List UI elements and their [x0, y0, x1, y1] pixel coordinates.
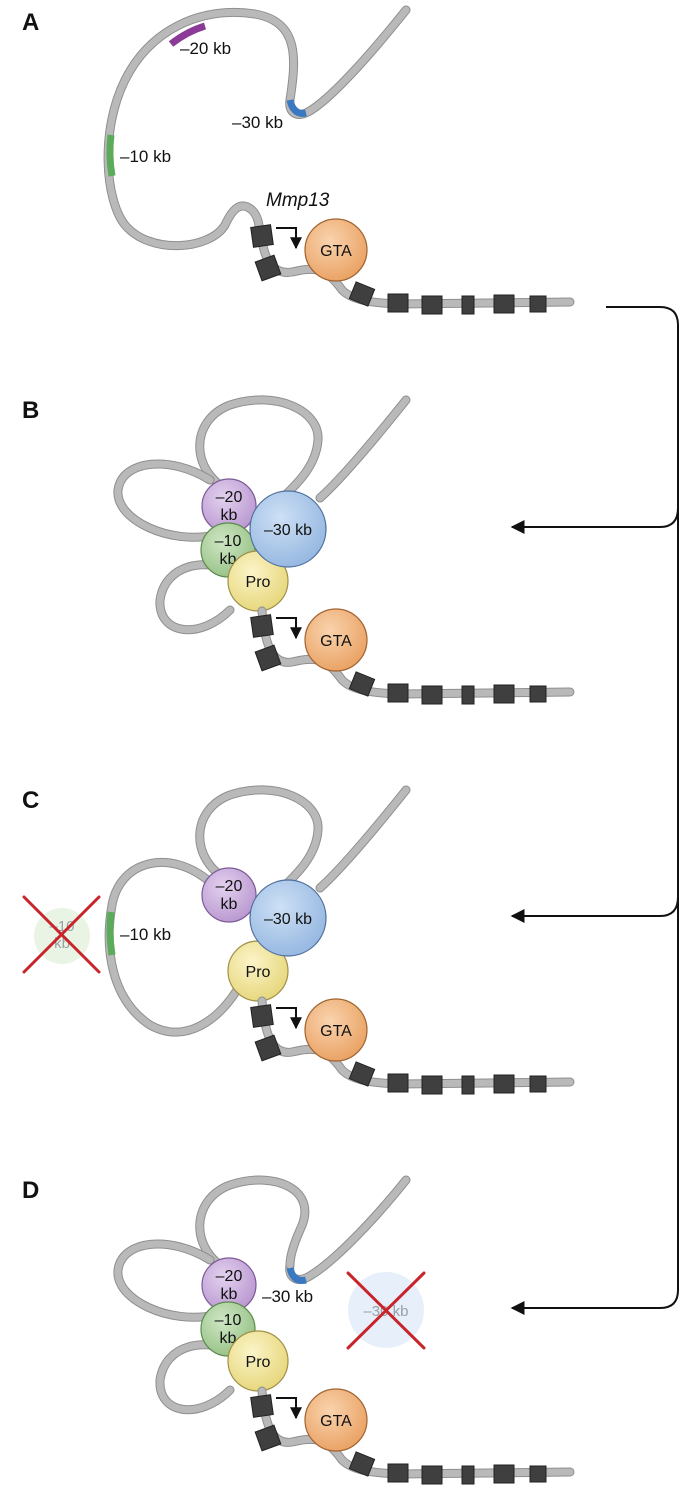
gene-body-d: GTA: [250, 1386, 575, 1485]
node-minus10kb-d-l2: kb: [220, 1330, 237, 1347]
panel-c: C –10 kb –20 kb Pro –30 kb –10 kb: [22, 785, 575, 1095]
gta-node-a: [304, 218, 368, 282]
node-minus20kb-b-l1: –20: [216, 489, 243, 506]
tss-arrow-c: [276, 1007, 302, 1030]
node-minus20kb-b-l2: kb: [221, 507, 238, 524]
label-minus30kb-d: –30 kb: [262, 1287, 313, 1306]
gta-label-d: GTA: [320, 1413, 352, 1430]
deleted-element-c: –10 kb: [22, 895, 101, 974]
gene-label-mmp13: Mmp13: [266, 190, 330, 211]
panel-a: A –20 kb –30 kb –10 kb Mmp13 GTA: [22, 5, 575, 315]
label-minus10kb-c: –10 kb: [120, 925, 171, 944]
label-minus20kb: –20 kb: [180, 39, 231, 58]
region-mark-10kb: [106, 134, 116, 177]
node-pro-b-label: Pro: [246, 574, 271, 591]
node-minus30kb-c-label: –30 kb: [264, 911, 312, 928]
node-minus20kb-c-l2: kb: [221, 896, 238, 913]
panel-letter-d: D: [22, 1177, 39, 1204]
panel-b: B –20 kb –10 kb Pro –30 kb: [22, 395, 575, 705]
node-minus20kb-c: [201, 867, 257, 923]
connector-to-d: [510, 306, 679, 1315]
node-pro-c-label: Pro: [246, 964, 271, 981]
node-minus30kb-b-label: –30 kb: [264, 522, 312, 539]
cross-icon-d: [346, 1271, 426, 1350]
panel-d: D –30 kb –20 kb –10 kb Pro –30 kb: [22, 1175, 575, 1485]
node-minus10kb-d-l1: –10: [215, 1312, 242, 1329]
node-minus20kb-d-l1: –20: [216, 1268, 243, 1285]
gta-label-c: GTA: [320, 1023, 352, 1040]
label-minus30kb: –30 kb: [232, 113, 283, 132]
node-minus20kb-c-l1: –20: [216, 878, 243, 895]
panel-letter-a: A: [22, 9, 39, 36]
cross-icon-c: [22, 895, 101, 974]
label-minus10kb: –10 kb: [120, 147, 171, 166]
gene-body-c: GTA: [250, 996, 575, 1095]
tss-arrow-b: [276, 617, 302, 640]
connector-bracket: [510, 306, 679, 1315]
region-mark-20kb: [168, 22, 207, 47]
gta-node-b: [304, 608, 368, 672]
panel-letter-b: B: [22, 397, 39, 424]
node-pro-d-label: Pro: [246, 1354, 271, 1371]
region-mark-10kb-c: [106, 911, 116, 956]
panel-letter-c: C: [22, 787, 39, 814]
tss-arrow-a: [276, 227, 302, 250]
node-minus20kb-d-l2: kb: [221, 1286, 238, 1303]
node-minus10kb-b-l1: –10: [215, 533, 242, 550]
gta-label-a: GTA: [320, 243, 352, 260]
gta-label-b: GTA: [320, 633, 352, 650]
region-mark-30kb-d: [286, 1267, 307, 1284]
connector-to-c: [510, 896, 679, 923]
node-minus10kb-b-l2: kb: [220, 551, 237, 568]
node-minus30kb-b: [249, 490, 327, 568]
gene-body-b: GTA: [250, 606, 575, 705]
gta-node-d: [304, 1388, 368, 1452]
deleted-element-d: –30 kb: [346, 1271, 426, 1350]
tss-arrow-d: [276, 1397, 302, 1420]
connector-to-b: [510, 507, 679, 534]
region-mark-30kb: [286, 99, 307, 117]
node-minus30kb-c: [249, 879, 327, 957]
gta-node-c: [304, 998, 368, 1062]
gene-body-a: GTA: [250, 218, 575, 315]
